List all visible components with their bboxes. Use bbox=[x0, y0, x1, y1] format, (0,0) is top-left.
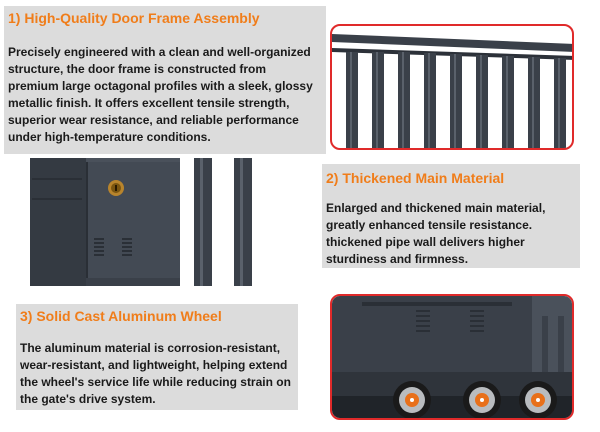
fence-top-photo bbox=[330, 24, 574, 150]
feature-text-main-material: Enlarged and thickened main material, gr… bbox=[326, 201, 546, 266]
feature-text-frame-assembly: Precisely engineered with a clean and we… bbox=[8, 45, 313, 144]
main-material-photo bbox=[26, 158, 270, 286]
feature-text-aluminum-wheel: The aluminum material is corrosion-resis… bbox=[20, 341, 291, 406]
feature-panel-main-material bbox=[322, 164, 580, 268]
feature-panel-aluminum-wheel bbox=[16, 304, 298, 410]
feature-title-main-material: 2) Thickened Main Material bbox=[326, 170, 505, 186]
feature-title-aluminum-wheel: 3) Solid Cast Aluminum Wheel bbox=[20, 308, 222, 324]
feature-panel-frame-assembly bbox=[4, 6, 326, 154]
feature-title-frame-assembly: 1) High-Quality Door Frame Assembly bbox=[8, 10, 260, 26]
aluminum-wheel-photo bbox=[330, 294, 574, 420]
